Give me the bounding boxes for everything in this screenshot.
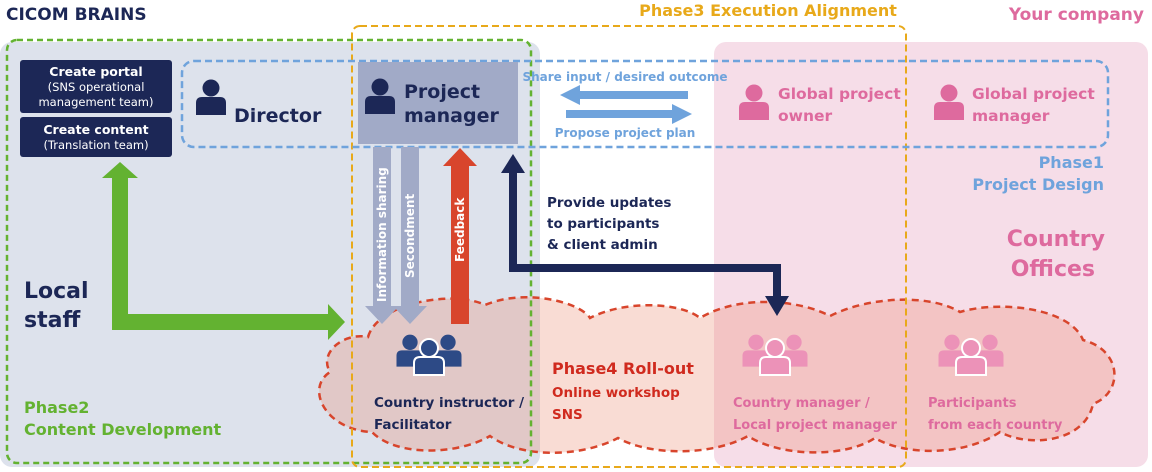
participants-line1: Participants (928, 396, 1017, 411)
global-owner-line2: owner (778, 107, 833, 125)
content-line2: (Translation team) (43, 138, 148, 152)
phase3-label: Phase3 Execution Alignment (639, 1, 897, 20)
secondment-label: Secondment (403, 194, 417, 278)
updates-line3: & client admin (547, 237, 658, 253)
participants-line2: from each country (928, 418, 1063, 433)
phase2-box (5, 38, 533, 465)
create-portal-box (20, 60, 172, 113)
propose-plan-label: Propose project plan (555, 126, 696, 140)
updates-line1: Provide updates (547, 195, 671, 211)
phase4-line2: SNS (552, 407, 583, 423)
local-staff-line2: staff (24, 308, 81, 333)
phase2-line1: Phase2 (24, 398, 89, 417)
portal-line3: management team) (38, 95, 153, 109)
local-staff-arrow (102, 162, 345, 340)
global-owner-line1: Global project (778, 85, 901, 103)
director-label: Director (234, 105, 322, 127)
global-manager-line1: Global project (972, 85, 1095, 103)
feedback-label: Feedback (453, 197, 467, 262)
phase3-box (351, 25, 907, 468)
updates-line2: to participants (547, 216, 659, 232)
secondment-arrow (393, 147, 427, 324)
portal-line2: (SNS operational (48, 80, 145, 94)
local-staff-line1: Local (24, 279, 89, 304)
org-right-label: Your company (1008, 5, 1144, 25)
share-input-arrow (560, 85, 688, 105)
phase4-line1: Online workshop (552, 385, 680, 401)
org-left-label: CICOM BRAINS (6, 5, 147, 25)
create-content-box (20, 117, 172, 157)
content-line1: Create content (43, 122, 148, 137)
propose-plan-arrow (566, 104, 692, 124)
project-manager-line1: Project (404, 81, 480, 103)
phase4-cloud (318, 296, 1116, 454)
instructor-line2: Facilitator (374, 417, 452, 433)
phase1-box (180, 59, 1110, 149)
project-manager-line2: manager (404, 105, 499, 127)
country-manager-line2: Local project manager (733, 418, 898, 433)
phase2-line2: Content Development (24, 420, 221, 439)
country-offices-line2: Offices (1011, 257, 1095, 282)
phase1-line1: Phase1 (1039, 153, 1104, 172)
information-sharing-arrow (365, 147, 399, 324)
instructor-line1: Country instructor / (374, 395, 524, 411)
portal-line1: Create portal (49, 64, 142, 79)
phase1-line2: Project Design (972, 175, 1104, 194)
country-offices-line1: Country (1007, 227, 1105, 252)
phase4-title: Phase4 Roll-out (552, 359, 694, 378)
share-input-label: Share input / desired outcome (522, 70, 727, 84)
country-manager-line1: Country manager / (733, 396, 870, 411)
global-manager-line2: manager (972, 107, 1050, 125)
information-sharing-label: Information sharing (375, 167, 389, 302)
feedback-arrow (443, 148, 477, 324)
